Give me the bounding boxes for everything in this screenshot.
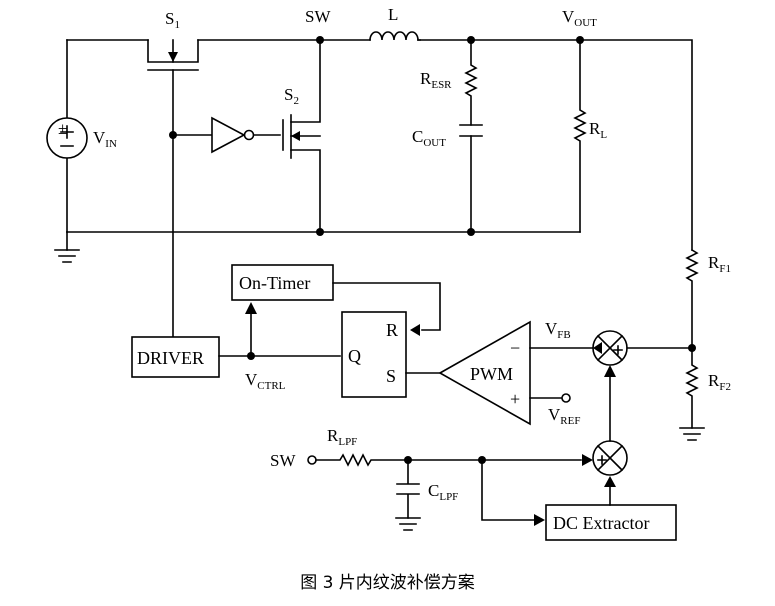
capacitor-cout (459, 124, 483, 233)
sw-node-label: SW (305, 7, 331, 26)
dc-extractor-label: DC Extractor (553, 513, 649, 533)
vin-label: VIN (93, 128, 117, 150)
vref-terminal (561, 393, 571, 403)
resistor-rf2 (679, 347, 705, 441)
driver-label: DRIVER (137, 348, 204, 368)
schematic-diagram: ± VIN S1 S2 SW L RESR (46, 5, 731, 541)
clpf-label: CLPF (428, 481, 458, 503)
summing-junction-ripple (592, 440, 628, 476)
sr-latch (341, 311, 407, 398)
gnd-node-dot-cout (467, 228, 475, 236)
s1-label: S1 (165, 9, 180, 31)
capacitor-clpf (395, 459, 421, 531)
sr-s-label: S (386, 366, 396, 386)
dc-extractor-arrow (534, 514, 545, 526)
vout-label: VOUT (562, 7, 597, 29)
rf2-label: RF2 (708, 371, 731, 393)
vctrl-label: VCTRL (245, 370, 286, 392)
resistor-rlpf (315, 453, 582, 467)
inverter (172, 116, 281, 154)
timer-r-arrow (410, 324, 420, 336)
timer-to-r-wire (332, 282, 441, 331)
pwm-label: PWM (470, 364, 513, 384)
rlpf-label: RLPF (327, 426, 357, 448)
top-rail-wires (66, 39, 693, 251)
rf1-label: RF1 (708, 253, 731, 275)
ripple-arrow (582, 454, 593, 466)
vref-label: VREF (548, 405, 580, 427)
pwm-plus-label: + (510, 389, 520, 409)
vfb-label: VFB (545, 319, 571, 341)
resistor-resr (464, 39, 478, 126)
pwm-minus-label: − (510, 338, 520, 358)
dc-to-sum2-arrow (604, 476, 616, 487)
ground-symbol-vin (54, 249, 80, 263)
svg-text:±: ± (58, 119, 67, 138)
driver-block (131, 336, 220, 378)
sum2-to-sum1-arrow (604, 365, 616, 377)
summing-junction-fb (592, 330, 628, 366)
sw-node-dot (316, 36, 324, 44)
pwm-comparator (405, 320, 531, 426)
cout-label: COUT (412, 127, 446, 149)
inductor-l (369, 31, 421, 41)
sw-input-label: SW (270, 451, 296, 470)
gnd-node-dot-s2 (316, 228, 324, 236)
vin-source: ± (46, 117, 88, 159)
sr-r-label: R (386, 320, 398, 340)
figure-caption: 图 3 片内纹波补偿方案 (300, 573, 475, 593)
resr-label: RESR (420, 69, 452, 91)
sr-q-label: Q (348, 346, 361, 366)
switch-s2 (282, 39, 321, 233)
timer-arrow (245, 302, 257, 314)
dc-extractor-block (545, 504, 677, 541)
inductor-label: L (388, 5, 398, 24)
resistor-rf1 (685, 248, 699, 349)
sum1-out-arrow (593, 342, 602, 354)
s2-label: S2 (284, 85, 299, 107)
dc-extractor-input-wire (481, 459, 536, 521)
rl-label: RL (589, 119, 607, 141)
on-timer-label: On-Timer (239, 273, 310, 293)
sw-input-terminal (307, 455, 317, 465)
resistor-rl (573, 39, 587, 233)
switch-s1 (147, 39, 199, 346)
